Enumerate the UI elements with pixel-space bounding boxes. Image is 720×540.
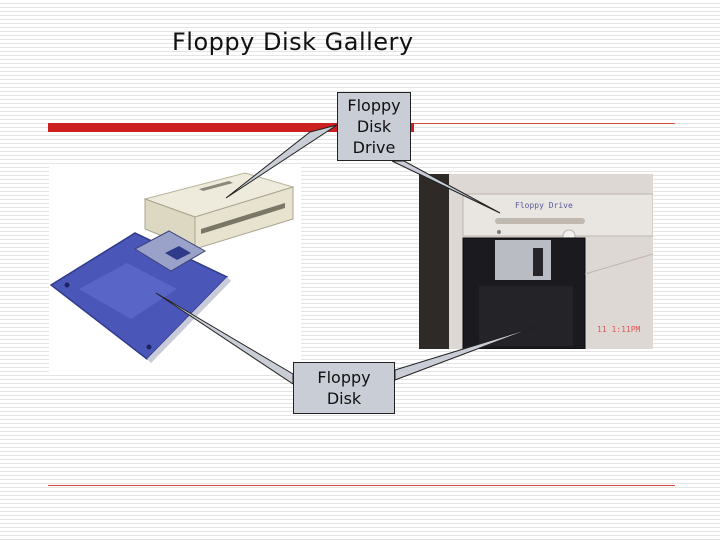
drive-callout-pointer-left — [225, 124, 338, 199]
slide-title: Floppy Disk Gallery — [172, 28, 414, 56]
callout-line: Floppy — [317, 368, 371, 387]
drive-slot-label: Floppy Drive — [515, 201, 573, 210]
disk-callout-pointer-right — [394, 325, 539, 381]
floppy-disk-and-drive-photo — [49, 167, 301, 372]
floppy-disk-drive-callout: Floppy Disk Drive — [337, 92, 411, 161]
floppy-disk-and-drive-illustration — [49, 172, 295, 363]
callout-line: Floppy — [347, 96, 401, 115]
footer-divider-line — [48, 485, 675, 486]
floppy-disk-label-area — [79, 263, 177, 319]
floppy-disk-shadow — [147, 277, 231, 363]
callout-line: Drive — [352, 138, 396, 157]
inserted-disk-shutter-window — [533, 248, 543, 276]
callout-line: Disk — [326, 389, 362, 408]
floppy-disk-callout: Floppy Disk — [293, 362, 395, 414]
floppy-disk-corner-hole — [146, 344, 152, 350]
floppy-disk-shutter-window — [165, 246, 191, 260]
floppy-disk-corner-hole — [64, 282, 70, 288]
callout-line: Disk — [356, 117, 392, 136]
drive-slot — [201, 203, 285, 234]
drive-slot — [495, 218, 585, 224]
inserted-disk-label — [479, 286, 573, 346]
pc-floppy-drive-illustration: Floppy Drive 11 1:11PM — [419, 174, 654, 350]
drive-callout-pointer-right — [391, 160, 501, 214]
title-accent-bar — [48, 123, 414, 132]
drive-led — [497, 230, 501, 234]
photo-timestamp: 11 1:11PM — [597, 325, 641, 334]
title-accent-line — [414, 123, 675, 124]
disk-callout-pointer-left — [155, 292, 294, 385]
case-seam — [584, 253, 654, 275]
drive-label — [199, 181, 233, 191]
floppy-drive-insertion-photo: Floppy Drive 11 1:11PM — [419, 174, 654, 350]
